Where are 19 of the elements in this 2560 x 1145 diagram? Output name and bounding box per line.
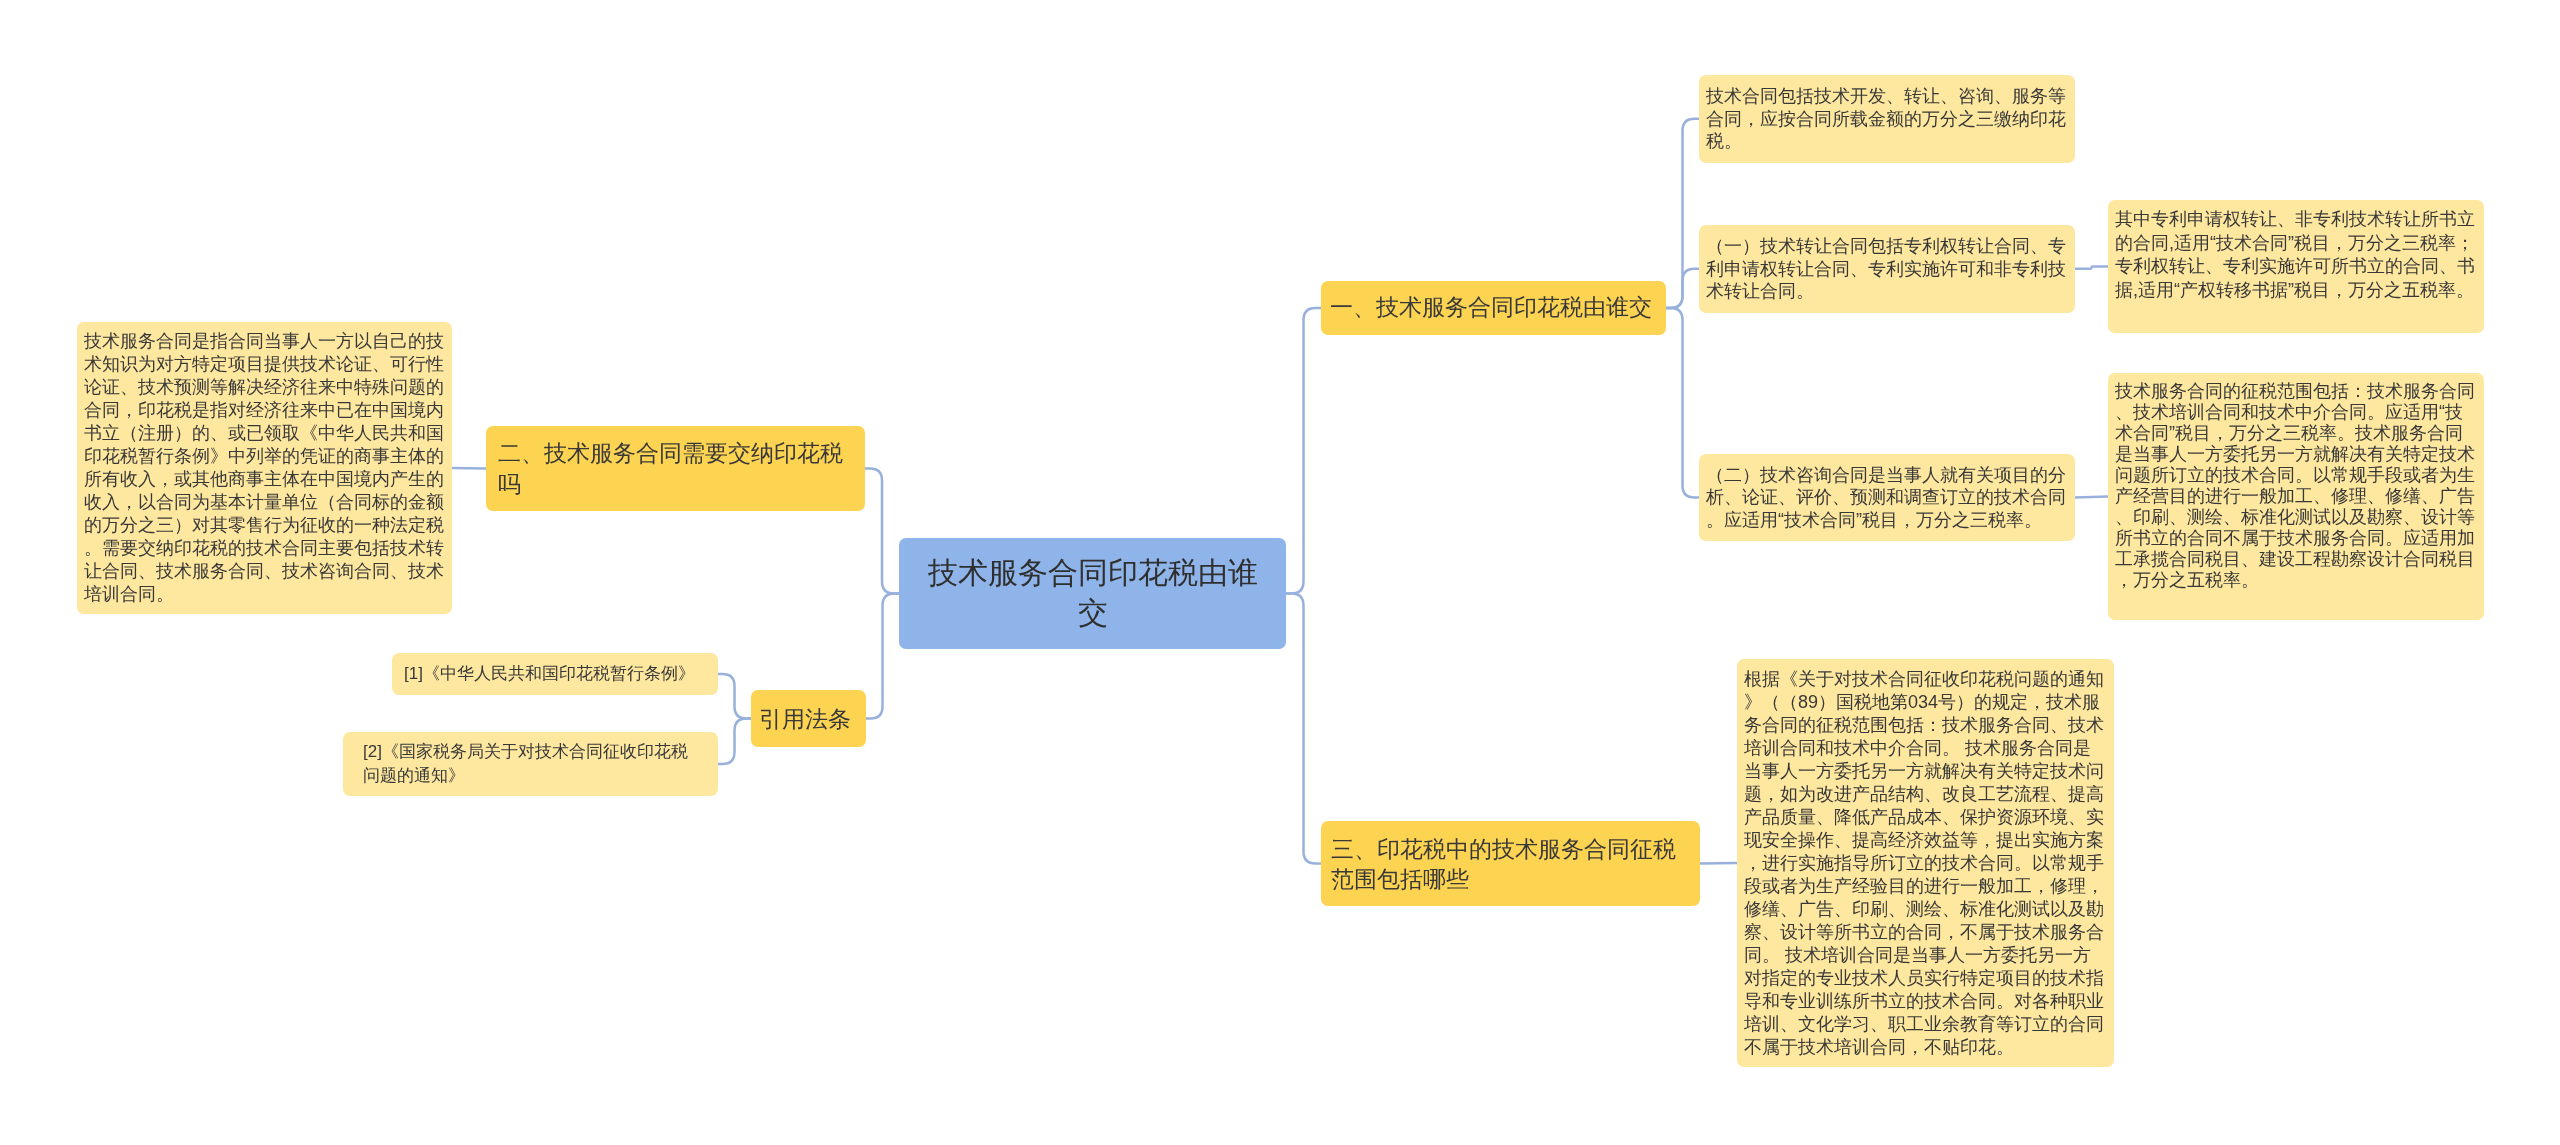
- connector-line: [718, 717, 751, 766]
- connector-line: [1700, 861, 1737, 865]
- note-box: 技术服务合同的征税范围包括：技术服务合同、技术培训合同和技术中介合同。应适用“技术合同”税目，万分之三税率。技术服务合同是当事人一方委托另一方就解决有关特定技术问题所订立的技术合同。以常规手段或者为生产经营目的进行一般加工、修理、修缮、广告、印刷、测绘、标准化测试以及勘察、设计等所书立的合同不属于技术服务合同。应适用加工承揽合同税目、建设工程勘察设计合同税目，万分之五税率。: [2108, 373, 2484, 620]
- note-box: 根据《关于对技术合同征收印花税问题的通知》（（89）国税地第034号）的规定，技术服务合同的征税范围包括：技术服务合同、技术培训合同和技术中介合同。 技术服务合同是当事人一方委托另一方就解决有关特定技术问题，如为改进产品结构、改良工艺流程、提高产品质量、降低产品成本、保护资源环境、实现安全操作、提高经济效益等，提出实施方案，进行实施指导所订立的技术合同。以常规手段或者为生产经验目的进行一般加工，修理，修缮、广告、印刷、测绘、标准化测试以及勘察、设计等所书立的合同，不属于技术服务合同。 技术培训合同是当事人一方委托另一方对指定的专业技术人员实行特定项目的技术指导和专业训练所书立的技术合同。对各种职业培训、文化学习、职工业余教育等订立的合同不属于技术培训合同，不贴印花。: [1737, 659, 2114, 1067]
- reference-box: [2]《国家税务局关于对技术合同征收印花税问题的通知》: [343, 732, 718, 796]
- note-box: （二）技术咨询合同是当事人就有关项目的分析、论证、评价、预测和调查订立的技术合同。应适用“技术合同”税目，万分之三税率。: [1699, 454, 2075, 541]
- note-box: 技术服务合同是指合同当事人一方以自己的技术知识为对方特定项目提供技术论证、可行性论证、技术预测等解决经济往来中特殊问题的合同，印花税是指对经济往来中已在中国境内书立（注册）的、或已领取《中华人民共和国印花税暂行条例》中列举的凭证的商事主体的所有收入，或其他商事主体在中国境内产生的收入，以合同为基本计量单位（合同标的金额的万分之三）对其零售行为征收的一种法定税。需要交纳印花税的技术合同主要包括技术转让合同、技术服务合同、技术咨询合同、技术培训合同。: [77, 322, 452, 614]
- connector-line: [2074, 495, 2109, 499]
- topic-box: 引用法条: [751, 690, 866, 747]
- note-box: 其中专利申请权转让、非专利技术转让所书立的合同,适用“技术合同”税目，万分之三税率；专利权转让、专利实施许可所书立的合同、书据,适用“产权转移书据”税目，万分之五税率。: [2108, 200, 2484, 333]
- central-topic-box: 技术服务合同印花税由谁交: [899, 538, 1286, 649]
- topic-box: 三、印花税中的技术服务合同征税范围包括哪些: [1321, 821, 1700, 906]
- connector-line: [2075, 265, 2108, 270]
- reference-box: [1]《中华人民共和国印花税暂行条例》: [392, 653, 718, 695]
- connector-line: [452, 466, 486, 470]
- note-box: （一）技术转让合同包括专利权转让合同、专利申请权转让合同、专利实施许可和非专利技术转让合同。: [1699, 225, 2075, 313]
- topic-box: 一、技术服务合同印花税由谁交: [1321, 281, 1666, 335]
- topic-box: 二、技术服务合同需要交纳印花税吗: [486, 426, 865, 511]
- note-box: 技术合同包括技术开发、转让、咨询、服务等合同，应按合同所载金额的万分之三缴纳印花税。: [1699, 75, 2075, 163]
